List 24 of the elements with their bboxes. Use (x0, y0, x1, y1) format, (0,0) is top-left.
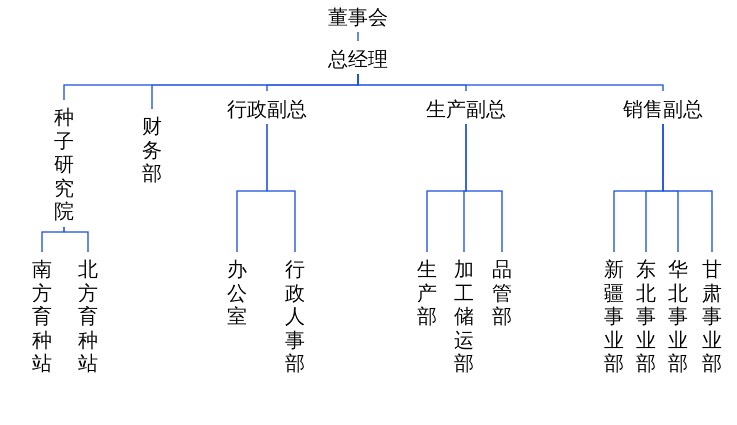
org-unit-label: 办公室 (227, 258, 247, 329)
org-unit-label: 总经理 (328, 47, 388, 71)
org-unit-label: 生产部 (417, 258, 437, 329)
org-unit-label: 新疆事业部 (604, 258, 624, 376)
connector-line (357, 74, 664, 91)
connector-line (266, 124, 296, 252)
org-unit-label: 东北事业部 (636, 258, 656, 376)
org-unit-label: 生产副总 (426, 97, 506, 121)
org-unit-label: 种子研究院 (54, 106, 74, 224)
org-unit-label: 财务部 (142, 115, 162, 186)
org-unit-label: 销售副总 (623, 97, 703, 121)
connector-line (662, 124, 713, 252)
org-unit-label: 南方育种站 (32, 258, 52, 376)
org-unit-label: 行政副总 (227, 97, 307, 121)
org-unit-label: 董事会 (328, 5, 388, 29)
connector-line (63, 226, 89, 252)
org-unit-label: 加工储运部 (454, 258, 474, 376)
org-unit-label: 品管部 (492, 258, 512, 329)
org-unit-label: 华北事业部 (668, 258, 688, 376)
org-unit-label: 北方育种站 (78, 258, 98, 376)
org-unit-label: 行政人事部 (285, 258, 305, 376)
org-unit-label: 甘肃事业部 (702, 258, 722, 376)
connector-line (357, 32, 359, 41)
connector-line (465, 124, 503, 252)
